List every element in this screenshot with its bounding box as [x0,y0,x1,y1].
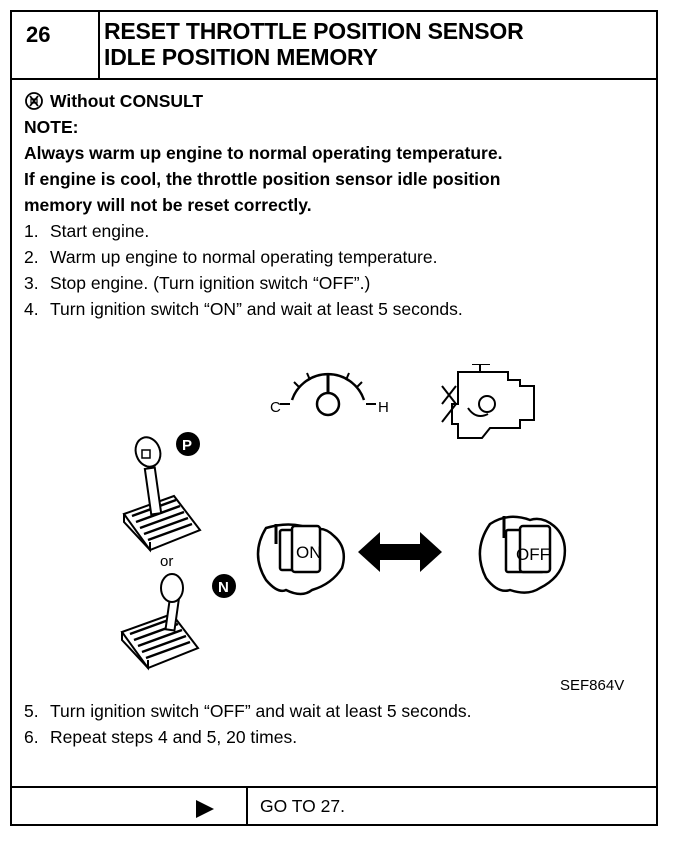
temperature-gauge-icon: C H [270,372,389,417]
page-title: RESET THROTTLE POSITION SENSOR IDLE POSI… [104,18,524,70]
note-line-2: If engine is cool, the throttle position… [24,169,501,189]
note-line-1: Always warm up engine to normal operatin… [24,143,503,163]
gauge-hot-label: H [378,399,389,416]
list-item: 3.Stop engine. (Turn ignition switch “OF… [24,273,371,293]
or-label: or [160,553,173,570]
steps-list-b: 5.Turn ignition switch “OFF” and wait at… [24,698,471,750]
header: 26 RESET THROTTLE POSITION SENSOR IDLE P… [12,12,656,80]
list-item: 2.Warm up engine to normal operating tem… [24,247,438,267]
ignition-key-off-icon: OFF [478,515,567,594]
shift-n-label: N [218,579,229,596]
key-on-label: ON [296,543,322,562]
ignition-key-on-icon: ON [256,523,345,596]
mode-label-row: Without CONSULT [24,88,644,114]
steps-list-a: 1.Start engine. 2.Warm up engine to norm… [24,218,644,322]
mode-label: Without CONSULT [50,91,204,111]
step-number: 26 [12,12,100,78]
goto-link[interactable]: GO TO 27. [260,796,345,816]
figure-code: SEF864V [560,677,625,694]
right-arrow-icon [196,800,214,818]
shift-p-label: P [182,437,192,454]
footer: GO TO 27. [12,786,656,828]
title-line-2: IDLE POSITION MEMORY [104,44,378,70]
shifter-p-icon: P [122,432,202,553]
list-item: 6.Repeat steps 4 and 5, 20 times. [24,727,298,747]
list-item: 5.Turn ignition switch “OFF” and wait at… [24,701,472,721]
list-item: 4.Turn ignition switch “ON” and wait at … [24,299,463,319]
instructions: Without CONSULT NOTE: Always warm up eng… [24,88,644,322]
list-item: 1.Start engine. [24,221,150,241]
title-line-1: RESET THROTTLE POSITION SENSOR [104,18,524,44]
shifter-n-icon: N [120,573,236,671]
illustration: C H P or [120,364,567,671]
key-off-label: OFF [516,545,550,564]
crossed-circle-icon [24,91,44,111]
engine-icon [441,364,535,439]
double-arrow-icon [358,532,442,572]
procedure-box: 26 RESET THROTTLE POSITION SENSOR IDLE P… [10,10,658,826]
note-heading: NOTE: [24,117,79,137]
note-line-3: memory will not be reset correctly. [24,195,312,215]
gauge-cold-label: C [270,399,281,416]
footer-arrow-cell [12,788,248,826]
